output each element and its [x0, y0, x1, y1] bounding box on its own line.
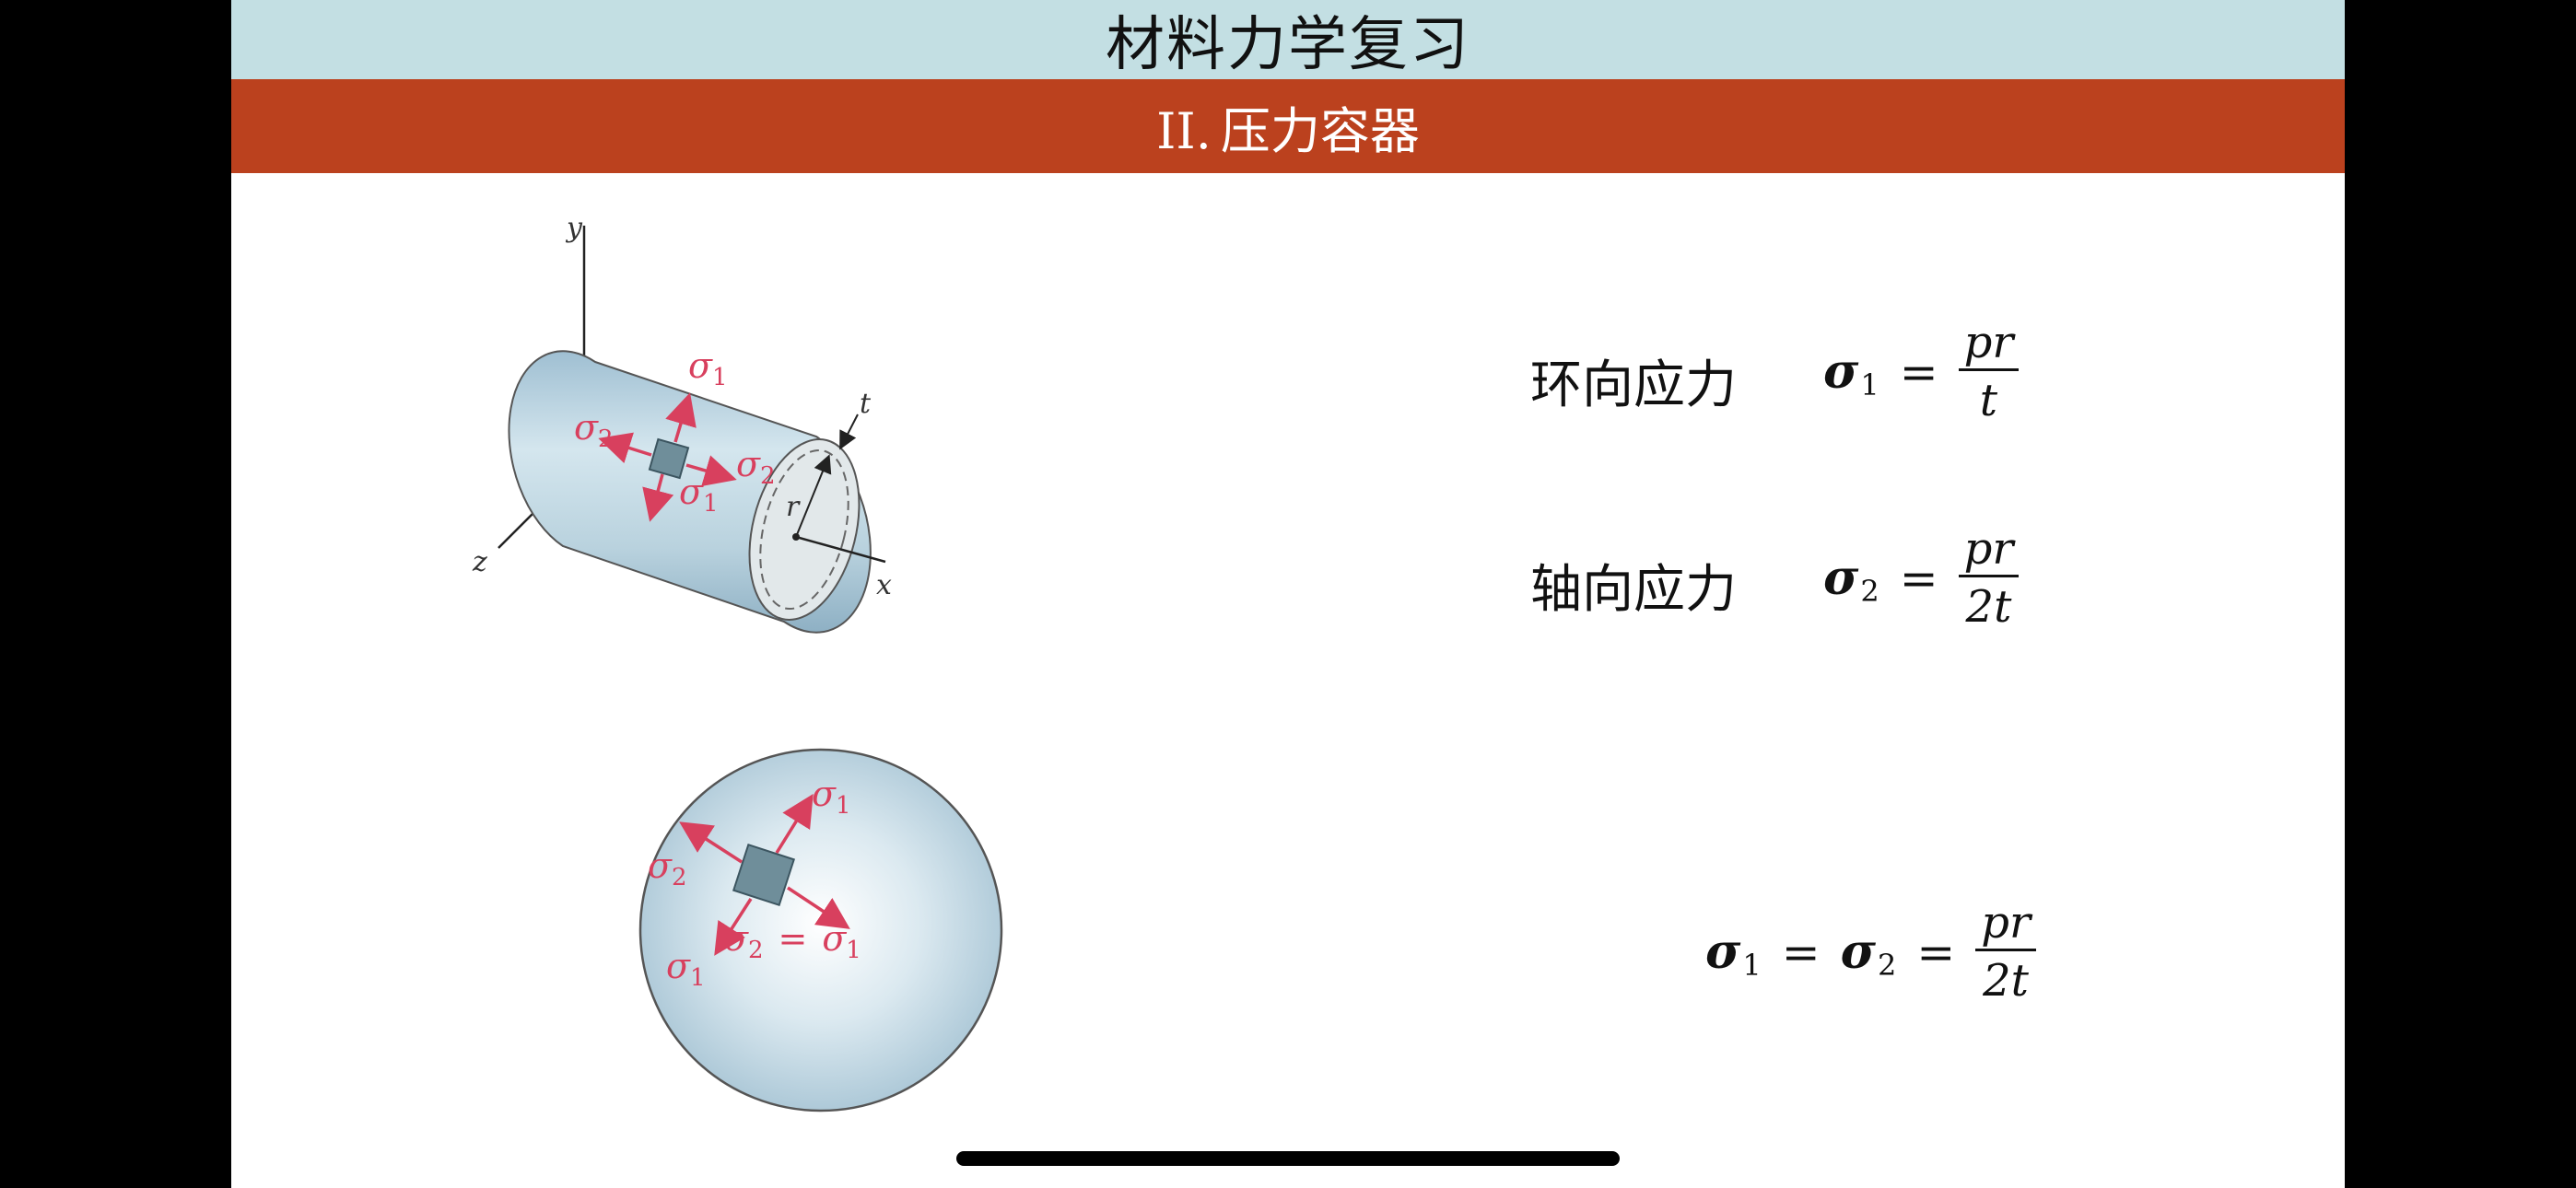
sigma2-arrow-right — [685, 455, 737, 486]
z-axis-label: z — [472, 546, 487, 578]
sigma1-arrow-up — [775, 794, 814, 854]
section-title: II.压力容器 — [1156, 90, 1420, 163]
equals-sign: = — [1899, 551, 1938, 605]
formula-subscript: 2 — [1860, 573, 1879, 609]
sigma1-label-top: σ1 — [688, 345, 728, 391]
sphere-body — [638, 748, 1003, 1112]
sigma2-arrow-left — [598, 432, 652, 464]
equals-sign: = — [1781, 925, 1821, 979]
sigma2-label-left: σ2 — [648, 845, 687, 891]
radius-label: r — [786, 491, 801, 523]
fraction: pr t — [1958, 320, 2020, 426]
numerator: pr — [1975, 901, 2036, 951]
fraction: pr 2t — [1958, 527, 2020, 633]
sigma2-arrow-right — [787, 886, 850, 929]
sigma1-label-top: σ1 — [812, 774, 851, 820]
hoop-stress-label: 环向应力 — [1530, 355, 1737, 415]
formula-subscript: 1 — [1860, 367, 1879, 402]
thickness-label: t — [860, 388, 872, 420]
denominator: 2t — [1965, 581, 2012, 633]
cylinder-end-face — [748, 438, 861, 621]
numerator: pr — [1958, 320, 2020, 371]
equals-sign: = — [1899, 344, 1938, 399]
denominator: t — [1979, 375, 1998, 426]
section-number: II. — [1156, 101, 1212, 160]
sphere-diagram: σ1 σ2 σ1 σ2=σ1 — [638, 748, 1003, 1112]
stress-element — [648, 437, 690, 480]
formula-symbol: σ — [1823, 550, 1859, 606]
slide-title: 材料力学复习 — [1106, 11, 1470, 79]
fraction: pr 2t — [1975, 901, 2036, 1003]
sigma1-label-bottom: σ1 — [666, 946, 706, 992]
inner-wall-dashed — [759, 448, 849, 611]
slide: 材料力学复习 II.压力容器 y z — [231, 0, 2345, 1188]
formula-subscript: 1 — [1742, 947, 1762, 983]
stress-element — [732, 843, 796, 907]
formula-subscript: 2 — [1877, 947, 1897, 983]
sigma2-arrow-left — [679, 821, 743, 864]
sigma-equality-label: σ2=σ1 — [724, 918, 861, 964]
equals-sign: = — [1916, 925, 1956, 979]
radius-line — [795, 454, 832, 538]
formula-symbol: σ — [1840, 924, 1876, 980]
cylinder-diagram: y z r x t σ1 σ2 σ1 σ2 — [472, 212, 892, 634]
sigma1-arrow-down — [714, 898, 753, 956]
section-label: 压力容器 — [1220, 101, 1420, 160]
sigma1-label-bottom: σ1 — [679, 472, 719, 518]
formula-symbol: σ — [1823, 344, 1859, 400]
denominator: 2t — [1983, 955, 2029, 1007]
x-axis — [795, 535, 886, 564]
title-bar: 材料力学复习 — [231, 0, 2345, 79]
sigma1-arrow-up — [665, 392, 697, 443]
sigma2-label-right: σ2 — [736, 444, 776, 490]
numerator: pr — [1958, 527, 2020, 577]
x-axis-label: x — [876, 569, 892, 601]
home-indicator[interactable] — [956, 1151, 1620, 1166]
formula-symbol: σ — [1705, 924, 1741, 980]
sigma2-label-left: σ2 — [574, 407, 614, 453]
sigma1-arrow-down — [642, 473, 674, 522]
axial-stress-label: 轴向应力 — [1530, 560, 1737, 620]
y-axis-label: y — [565, 212, 583, 244]
thickness-pointer — [839, 413, 859, 450]
section-bar: II.压力容器 — [231, 79, 2345, 173]
